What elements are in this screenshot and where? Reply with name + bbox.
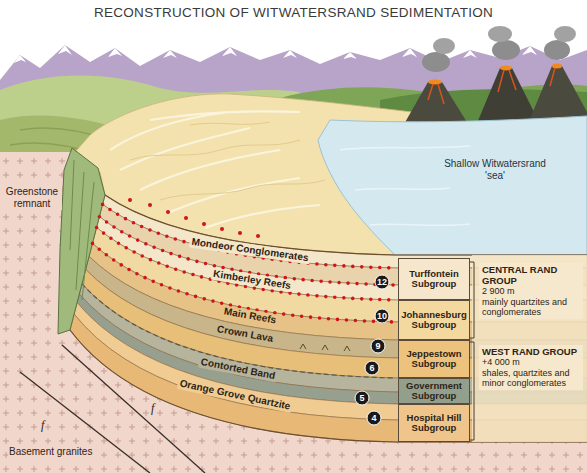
alluvial-fan-part <box>110 111 320 228</box>
subgroup-name: Jeppestown Subgroup <box>401 349 467 370</box>
right-face-panel <box>472 255 587 442</box>
volcanoes-part <box>554 26 576 42</box>
shallow-sea-part <box>340 146 470 225</box>
group-brackets <box>470 262 474 440</box>
subgroup-box: Johannesburg Subgroup <box>398 300 470 340</box>
surface-gold-dots-part <box>238 231 242 235</box>
subgroup-name: Government Subgroup <box>401 381 467 402</box>
callout-circles <box>355 275 389 425</box>
subgroup-box: Turffontein Subgroup <box>398 258 470 300</box>
group-thickness: 2 900 m <box>482 286 580 297</box>
gold-reef-dots <box>93 204 396 322</box>
volcanoes-part <box>422 52 450 72</box>
callout-circles-part <box>375 275 389 289</box>
group-brackets-part <box>470 262 474 338</box>
strata-bands-part <box>105 195 587 255</box>
mountain-range-part <box>14 45 537 63</box>
rock-label: Greenstone remnant <box>2 186 62 210</box>
surface-gold-dots-part <box>256 234 260 238</box>
gold-reef-dots-part <box>103 204 395 268</box>
group-thickness: +4 000 m <box>482 357 580 368</box>
group-name: WEST RAND GROUP <box>482 346 580 357</box>
surface-gold-dots-part <box>184 216 188 220</box>
strata-bands <box>70 195 587 442</box>
shallow-sea <box>318 116 587 255</box>
right-face-panel-part <box>472 255 587 442</box>
callout-number: 10 <box>375 309 389 323</box>
surface-gold-dots <box>128 198 260 238</box>
group-label-block: CENTRAL RAND GROUP2 900 mmainly quartzit… <box>479 263 583 319</box>
callout-number: 6 <box>365 361 379 375</box>
subgroup-name: Turffontein Subgroup <box>401 269 467 290</box>
group-brackets-part <box>470 342 474 440</box>
callout-number: 5 <box>355 391 369 405</box>
volcanoes-part <box>500 66 512 71</box>
sea-label: Shallow Witwatersrand 'sea' <box>442 158 548 182</box>
volcanoes-part <box>544 40 570 60</box>
gold-reef-dots-part <box>97 228 395 301</box>
callout-circles-part <box>371 339 385 353</box>
volcanoes-part <box>488 26 512 42</box>
subgroup-box: Jeppestown Subgroup <box>398 340 470 378</box>
surface-gold-dots-part <box>166 210 170 214</box>
subgroup-box: Government Subgroup <box>398 378 470 404</box>
group-lithology: mainly quartzites and conglomerates <box>482 297 580 318</box>
subgroup-box: Hospital Hill Subgroup <box>398 404 470 442</box>
crown-lava-marks-part <box>300 344 350 351</box>
callout-circles-part <box>365 361 379 375</box>
surface-gold-dots-part <box>220 227 224 231</box>
volcanoes-part <box>433 38 455 54</box>
callout-circles-part <box>355 391 369 405</box>
greenstone-remnant-part <box>70 160 94 300</box>
group-name: CENTRAL RAND GROUP <box>482 264 580 286</box>
volcanoes-part <box>428 68 555 104</box>
volcanoes-part <box>552 64 562 69</box>
group-lithology: shales, quartzites and minor conglomerat… <box>482 368 580 389</box>
surface-gold-dots-part <box>202 222 206 226</box>
alluvial-fan-part <box>130 122 325 200</box>
diagram-title: RECONSTRUCTION OF WITWATERSRAND SEDIMENT… <box>0 5 587 20</box>
fault-label: f <box>150 401 155 415</box>
rock-label: Basement granites <box>8 446 93 458</box>
shallow-sea-part <box>318 116 587 255</box>
surface-gold-dots-part <box>148 203 152 207</box>
crown-lava-marks <box>300 344 350 351</box>
surface-gold-dots-part <box>128 198 132 202</box>
subgroup-name: Hospital Hill Subgroup <box>401 413 467 434</box>
volcanoes-part <box>428 80 442 85</box>
fault-label: f <box>40 418 45 432</box>
callout-circles-part <box>367 411 381 425</box>
greenstone-remnant <box>58 148 105 334</box>
volcanoes-part <box>492 40 520 60</box>
callout-circles-part <box>375 309 389 323</box>
callout-number: 9 <box>371 339 385 353</box>
subgroup-name: Johannesburg Subgroup <box>401 310 467 331</box>
callout-number: 4 <box>367 411 381 425</box>
group-label-block: WEST RAND GROUP+4 000 mshales, quartzite… <box>479 345 583 390</box>
greenstone-remnant-part <box>58 148 105 334</box>
callout-number: 12 <box>375 275 389 289</box>
